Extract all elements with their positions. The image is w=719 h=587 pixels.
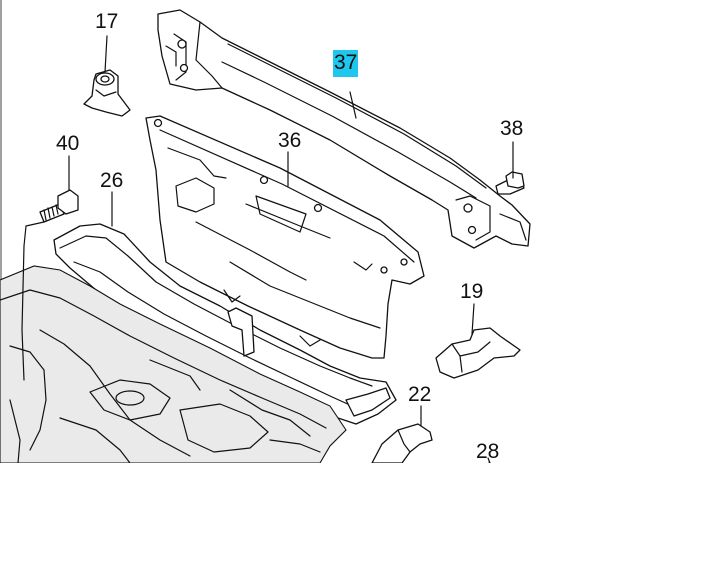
callout-28[interactable]: 28 bbox=[476, 440, 500, 463]
part-40-bolt bbox=[39, 189, 79, 223]
part-22-bracket bbox=[371, 423, 433, 463]
part-36-rear-panel bbox=[145, 115, 425, 359]
callout-26[interactable]: 26 bbox=[100, 169, 124, 192]
callout-36[interactable]: 36 bbox=[278, 129, 302, 152]
callout-22[interactable]: 22 bbox=[408, 383, 432, 406]
part-17-bracket bbox=[83, 69, 131, 117]
callout-17[interactable]: 17 bbox=[95, 10, 119, 33]
callout-37-highlighted[interactable]: 37 bbox=[333, 50, 359, 77]
leader-lines bbox=[21, 35, 514, 463]
floor-pan bbox=[0, 265, 347, 463]
part-38-bolt bbox=[495, 171, 525, 195]
part-19-bracket bbox=[435, 327, 521, 379]
callout-40[interactable]: 40 bbox=[56, 132, 80, 155]
callout-38[interactable]: 38 bbox=[500, 117, 524, 140]
callout-19[interactable]: 19 bbox=[460, 280, 484, 303]
part-37-crossmember bbox=[157, 9, 531, 249]
